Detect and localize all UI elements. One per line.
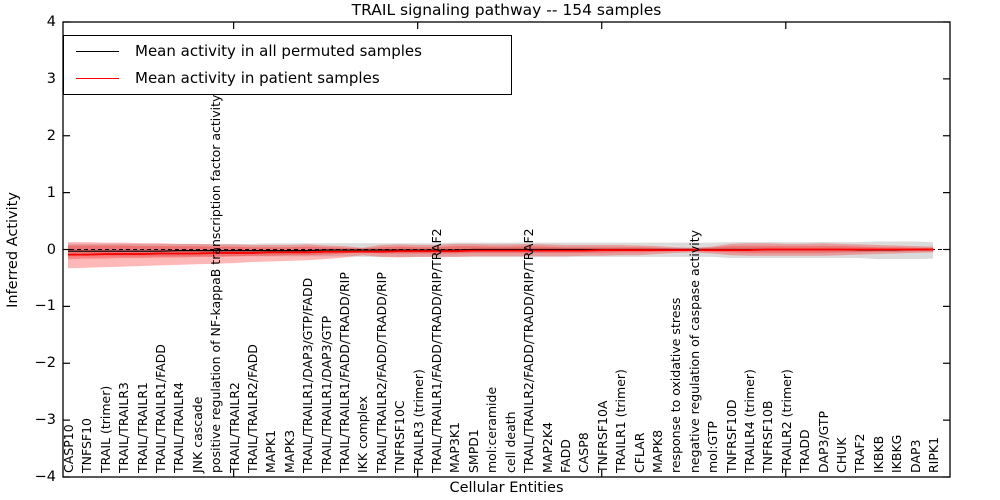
x-category-label: TRAILR1 (trimer): [613, 369, 628, 473]
y-tick-label: −2: [34, 355, 56, 372]
legend-box: Mean activity in all permuted samples Me…: [63, 35, 512, 95]
x-category-label: DAP3: [908, 439, 923, 473]
permuted-line-swatch: [76, 50, 119, 52]
x-category-label: CASP10: [61, 424, 76, 473]
legend-item-patient: Mean activity in patient samples: [76, 65, 380, 91]
x-category-label: TRAIL (trimer): [98, 385, 113, 473]
x-category-label: positive regulation of NF-kappaB transcr…: [208, 94, 223, 473]
legend-label-patient: Mean activity in patient samples: [135, 69, 380, 87]
y-axis-label: Inferred Activity: [5, 192, 21, 308]
band-1-patient: [68, 242, 933, 269]
x-category-label: TRAILR2 (trimer): [779, 369, 794, 473]
x-category-label: cell death: [503, 411, 518, 473]
x-category-label: IKK complex: [355, 395, 370, 473]
x-category-label: IKBKB: [871, 435, 886, 473]
x-category-label: TRAIL/TRAILR4: [171, 382, 186, 473]
x-category-label: RIPK1: [926, 436, 941, 473]
x-axis-label: Cellular Entities: [449, 480, 564, 496]
y-tick-label: 4: [46, 14, 56, 30]
x-category-label: MAPK3: [282, 429, 297, 473]
x-category-label: TNFRSF10B: [760, 400, 775, 473]
x-category-label: IKBKG: [889, 434, 904, 473]
x-category-label: DAP3/GTP: [816, 410, 831, 473]
x-category-label: TRAIL/TRAILR1/DAP3/GTP/FADD: [300, 277, 315, 473]
x-category-label: TNFSF10: [79, 418, 94, 473]
y-tick-label: −4: [34, 469, 56, 485]
patient-mean-line: [68, 248, 933, 256]
x-category-label: TRAIL/TRAILR2/FADD: [245, 344, 260, 473]
x-category-label: TNFRSF10A: [595, 400, 610, 473]
y-tick-label: 2: [46, 127, 56, 144]
x-category-label: MAPK1: [263, 429, 278, 473]
x-category-label: TRAIL/TRAILR1/FADD/TRADD/RIP: [337, 272, 352, 473]
chart-title: TRAIL signaling pathway -- 154 samples: [351, 1, 662, 19]
y-tick-label: 3: [46, 70, 56, 87]
x-category-label: CHUK: [834, 437, 849, 473]
x-category-label: CASP8: [576, 432, 591, 473]
legend-item-permuted: Mean activity in all permuted samples: [76, 38, 422, 64]
x-category-label: mol:GTP: [705, 421, 720, 473]
x-category-label: TRAIL/TRAILR1/DAP3/GTP: [319, 315, 334, 473]
x-category-label: MAPK8: [650, 429, 665, 473]
x-category-label: TRAF2: [852, 433, 867, 473]
patient-line-swatch: [76, 77, 119, 79]
x-category-label: TRAIL/TRAILR3: [116, 382, 131, 473]
x-category-label: CFLAR: [632, 432, 647, 473]
x-category-label: mol:ceramide: [484, 386, 499, 473]
x-category-label: response to oxidative stress: [668, 297, 683, 473]
x-category-label: JNK cascade: [190, 396, 205, 473]
x-category-label: TNFRSF10C: [392, 400, 407, 473]
x-category-label: SMPD1: [466, 429, 481, 473]
x-category-label: FADD: [558, 439, 573, 473]
y-tick-label: −3: [34, 412, 56, 429]
x-category-label: negative regulation of caspase activity: [687, 229, 702, 473]
x-category-label: TRAIL/TRAILR1/FADD/TRADD/RIP/TRAF2: [429, 228, 444, 473]
y-tick-label: 1: [46, 184, 56, 201]
x-category-label: TNFRSF10D: [724, 399, 739, 473]
x-category-label: MAP3K1: [447, 422, 462, 473]
y-tick-label: −1: [34, 298, 56, 315]
x-category-label: TRAIL/TRAILR1/FADD: [153, 344, 168, 473]
x-category-label: TRAILR4 (trimer): [742, 369, 757, 473]
x-category-label: TRAILR3 (trimer): [411, 369, 426, 473]
legend-label-permuted: Mean activity in all permuted samples: [135, 42, 422, 60]
x-category-label: TRAIL/TRAILR2/FADD/TRADD/RIP: [374, 272, 389, 473]
x-category-label: TRADD: [797, 429, 812, 473]
x-category-label: TRAIL/TRAILR1: [135, 382, 150, 473]
x-category-label: TRAIL/TRAILR2: [227, 382, 242, 473]
x-category-label: TRAIL/TRAILR2/FADD/TRADD/RIP/TRAF2: [521, 228, 536, 473]
x-category-label: MAP2K4: [540, 422, 555, 473]
y-tick-label: 0: [46, 241, 56, 258]
